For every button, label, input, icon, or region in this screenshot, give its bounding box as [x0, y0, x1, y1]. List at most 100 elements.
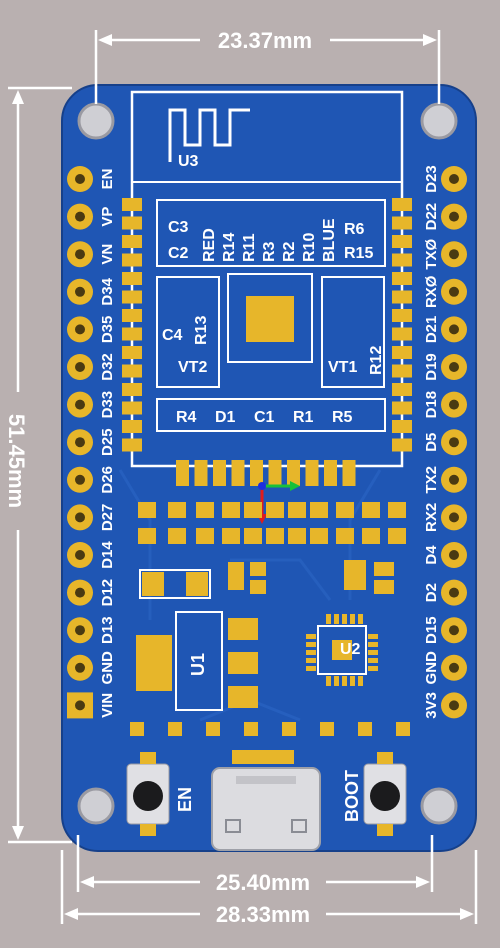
- label-u2: U2: [340, 641, 361, 658]
- label-c2: C2: [168, 245, 189, 262]
- left-pin-label: D33: [99, 391, 116, 419]
- left-pin: [67, 391, 93, 418]
- antenna-trace: [168, 108, 250, 162]
- left-pin: [67, 203, 93, 230]
- right-pin: [441, 278, 467, 305]
- right-pin-label: D5: [423, 433, 440, 452]
- left-pin-label: D25: [99, 428, 116, 456]
- label-vt1: VT1: [328, 359, 357, 376]
- right-pin: [441, 354, 467, 380]
- left-pin: [67, 504, 93, 531]
- label-r2: R2: [281, 241, 298, 262]
- left-pin-labels: ENVPVND34D35D32D33D25D26D27D14D12D13GNDV…: [99, 169, 116, 718]
- dimension-lines: [8, 30, 478, 924]
- left-pin: [67, 579, 93, 606]
- center-pad: [246, 296, 294, 342]
- left-pin-label: D34: [99, 277, 116, 305]
- hole-top-left: [77, 102, 115, 140]
- right-pin: [441, 617, 467, 644]
- left-pin: [67, 654, 93, 681]
- label-c3: C3: [168, 219, 189, 236]
- left-pin: [67, 316, 93, 343]
- right-pin-label: D19: [423, 353, 440, 381]
- right-pin: [441, 579, 467, 606]
- smd-components: [130, 502, 410, 736]
- left-pin-label: D14: [99, 541, 116, 569]
- left-pin: [67, 617, 93, 644]
- left-pin-label: VN: [99, 244, 116, 265]
- u1-tab: [136, 635, 172, 691]
- diode-left: [139, 569, 211, 599]
- label-u1: U1: [188, 653, 208, 676]
- boot-button-label: BOOT: [342, 770, 362, 822]
- right-pin: [441, 504, 467, 531]
- label-vt2: VT2: [178, 359, 207, 376]
- dimension-bottom-inner-width: 25.40mm: [216, 870, 310, 895]
- dimension-left-height: 51.45mm: [4, 414, 29, 508]
- right-pin: [441, 429, 467, 456]
- micro-usb-connector: [211, 750, 321, 851]
- label-c1: C1: [254, 409, 275, 426]
- right-pin-label: D4: [423, 545, 440, 565]
- right-pin-label: D2: [423, 583, 440, 602]
- label-r15: R15: [344, 245, 373, 262]
- label-r1: R1: [293, 409, 314, 426]
- hole-top-right: [420, 102, 458, 140]
- label-r3: R3: [261, 241, 278, 262]
- left-pin: [67, 278, 93, 305]
- right-pin-label: 3V3: [423, 692, 440, 719]
- left-pin: [67, 166, 93, 192]
- label-d1: D1: [215, 409, 236, 426]
- left-pin: [67, 466, 93, 493]
- left-pin-label: D27: [99, 504, 116, 532]
- label-r14: R14: [221, 233, 238, 262]
- right-pin: [441, 542, 467, 568]
- label-r11: R11: [241, 233, 258, 262]
- module-pads-left: [122, 198, 142, 452]
- right-pin: [441, 654, 467, 681]
- label-r4: R4: [176, 409, 197, 426]
- right-pin: [441, 316, 467, 343]
- left-pin-label: D13: [99, 616, 116, 644]
- left-pin-label: VP: [99, 207, 116, 227]
- right-pin: [441, 203, 467, 230]
- left-pin-header: [67, 166, 93, 719]
- label-blue: BLUE: [321, 218, 338, 262]
- right-pin-label: D22: [423, 203, 440, 231]
- module-label: U3: [178, 153, 199, 170]
- right-pin-label: D18: [423, 391, 440, 419]
- right-pin: [441, 692, 467, 719]
- left-pin-label: EN: [99, 169, 116, 190]
- right-pin-label: D23: [423, 165, 440, 193]
- en-button-label: EN: [175, 787, 195, 812]
- left-pin-label: D26: [99, 466, 116, 494]
- right-pin: [441, 166, 467, 192]
- right-pin-header: [441, 166, 467, 719]
- hole-bottom-left: [77, 787, 115, 825]
- right-pin-label: D15: [423, 616, 440, 644]
- right-pin-label: TXØ: [423, 238, 440, 269]
- left-pin: [67, 429, 93, 456]
- left-pin: [67, 692, 93, 719]
- label-r6: R6: [344, 221, 365, 238]
- label-r13: R13: [193, 316, 210, 345]
- en-button[interactable]: [126, 752, 170, 836]
- right-pin-label: TX2: [423, 466, 440, 494]
- label-red: RED: [201, 228, 218, 262]
- label-r10: R10: [301, 233, 318, 262]
- u2-chip: U2: [317, 625, 367, 675]
- label-c4: C4: [162, 327, 183, 344]
- left-pin-label: VIN: [99, 693, 116, 718]
- boot-button[interactable]: [363, 752, 407, 836]
- right-pin: [441, 391, 467, 418]
- dimension-bottom-outer-width: 28.33mm: [216, 902, 310, 927]
- dimension-top-width: 23.37mm: [218, 28, 312, 53]
- right-pin-labels: D23D22TXØRXØD21D19D18D5TX2RX2D4D2D15GND3…: [423, 165, 440, 719]
- right-pin-label: RXØ: [423, 275, 440, 308]
- module-pads-bottom: [176, 460, 356, 486]
- right-pin-label: GND: [423, 651, 440, 685]
- right-pin-label: D21: [423, 316, 440, 344]
- left-pin: [67, 354, 93, 380]
- module-pads-right: [392, 198, 412, 452]
